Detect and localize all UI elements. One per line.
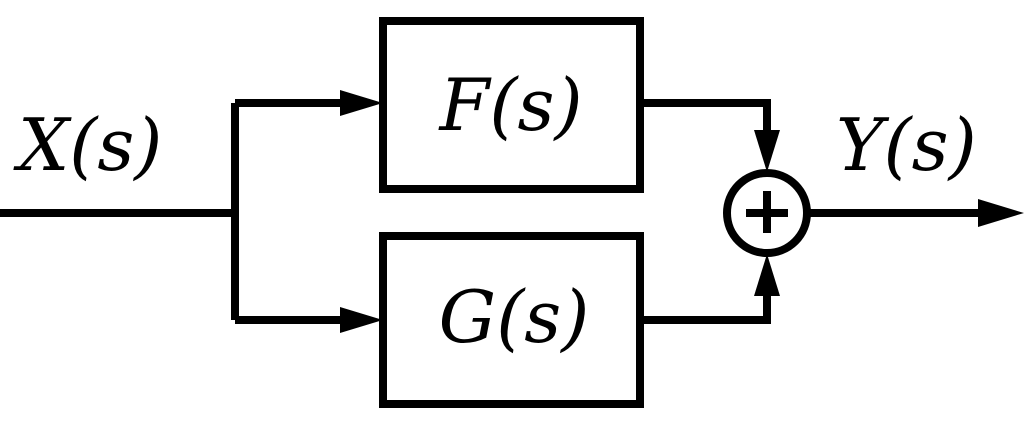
output-label: Y(s) xyxy=(836,103,977,187)
block-f-label: F(s) xyxy=(437,63,582,147)
arrow-f-to-sum xyxy=(754,130,780,172)
f-output-line xyxy=(640,99,771,140)
arrow-top-branch xyxy=(340,90,383,116)
arrow-g-to-sum xyxy=(754,254,780,296)
block-g-label: G(s) xyxy=(439,275,590,359)
g-output-line xyxy=(640,290,771,324)
plus-vertical xyxy=(763,191,771,233)
input-label: X(s) xyxy=(13,103,162,187)
arrow-output xyxy=(978,199,1024,227)
arrow-bottom-branch xyxy=(340,307,383,333)
